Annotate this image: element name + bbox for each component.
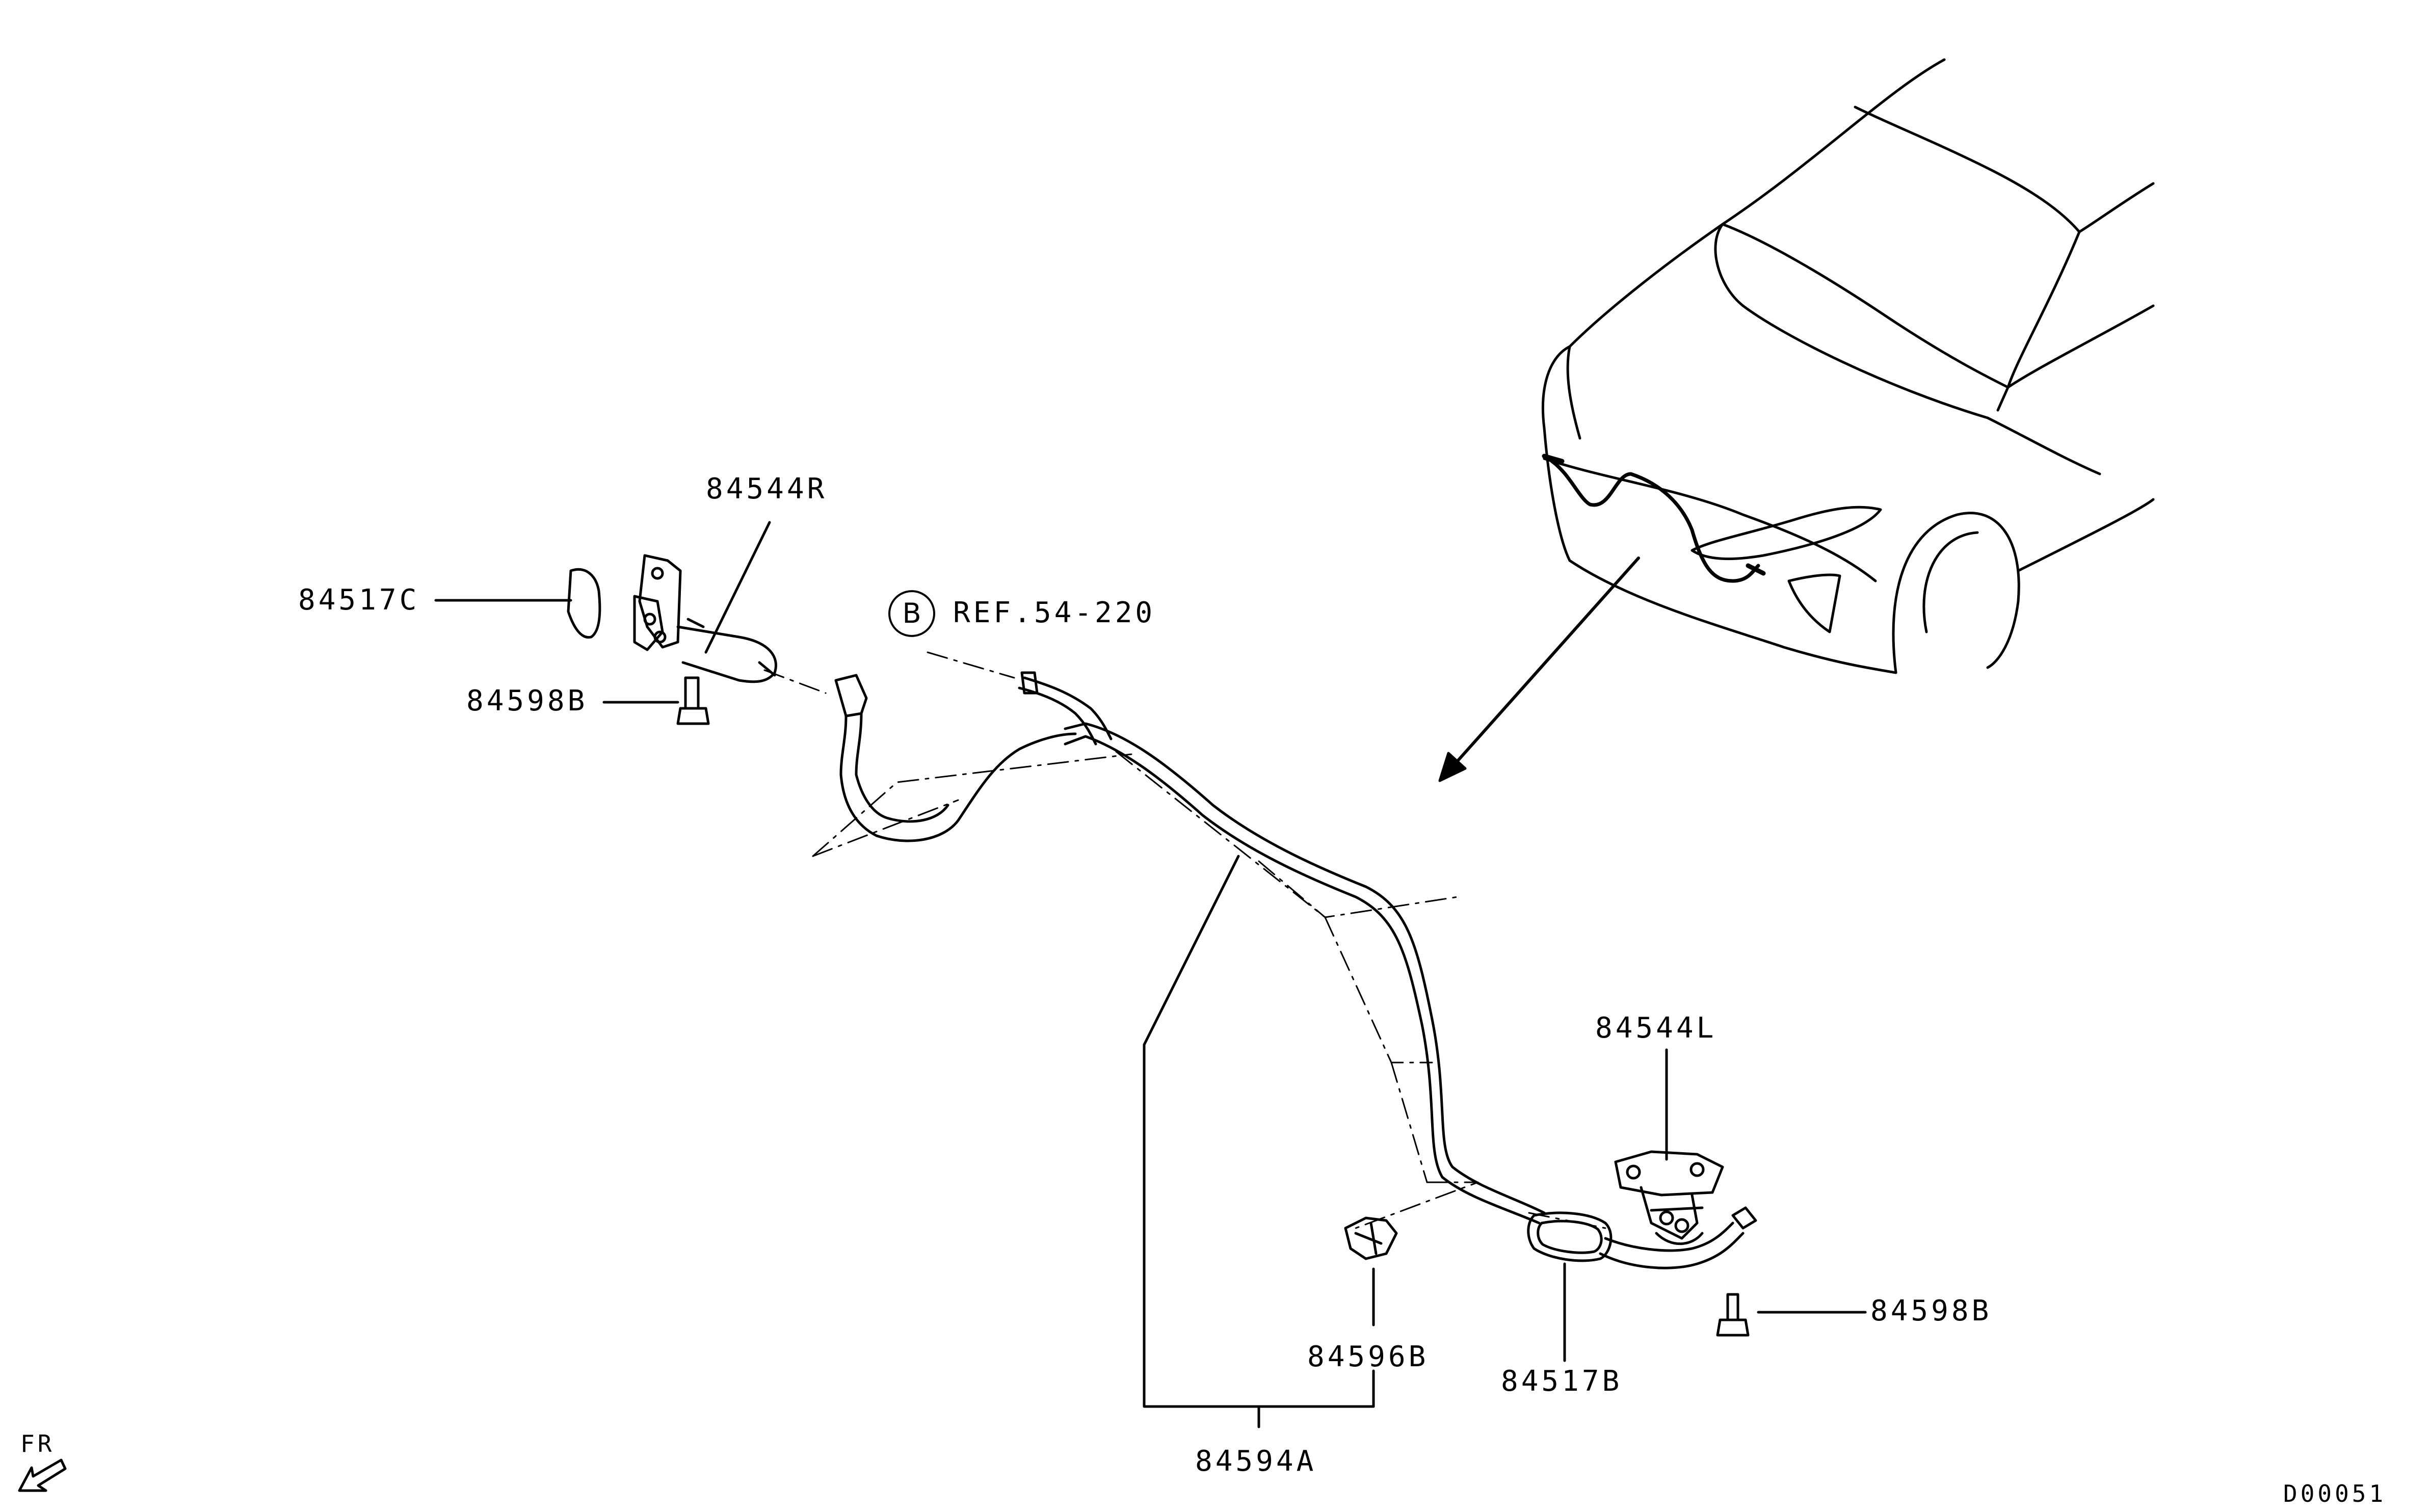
washer-nozzle-right-assembly (567, 554, 777, 725)
washer-nozzle-left-assembly (1344, 1150, 1750, 1337)
projection-lines (763, 651, 1606, 1229)
label-84517C: 84517C (298, 583, 420, 617)
label-84598B-top: 84598B (466, 684, 588, 718)
ref-label: REF.54-220 (953, 596, 1156, 629)
front-direction-arrow-icon (18, 1458, 67, 1492)
detail-arrow (1438, 556, 1640, 782)
label-84596B: 84596B (1307, 1340, 1429, 1373)
label-84598B-right: 84598B (1870, 1294, 1992, 1328)
label-84517B: 84517B (1501, 1365, 1623, 1398)
leader-lines (434, 521, 1867, 1428)
label-84544L: 84544L (1595, 1012, 1717, 1045)
label-84544R: 84544R (706, 472, 828, 506)
ref-marker-b: B (888, 590, 935, 637)
label-84594A: 84594A (1195, 1445, 1317, 1478)
orientation-label: FR (20, 1430, 55, 1457)
hose-assembly (834, 671, 1757, 1269)
diagram-code: D00051 (2283, 1480, 2387, 1507)
vehicle-outline (1542, 58, 2155, 674)
